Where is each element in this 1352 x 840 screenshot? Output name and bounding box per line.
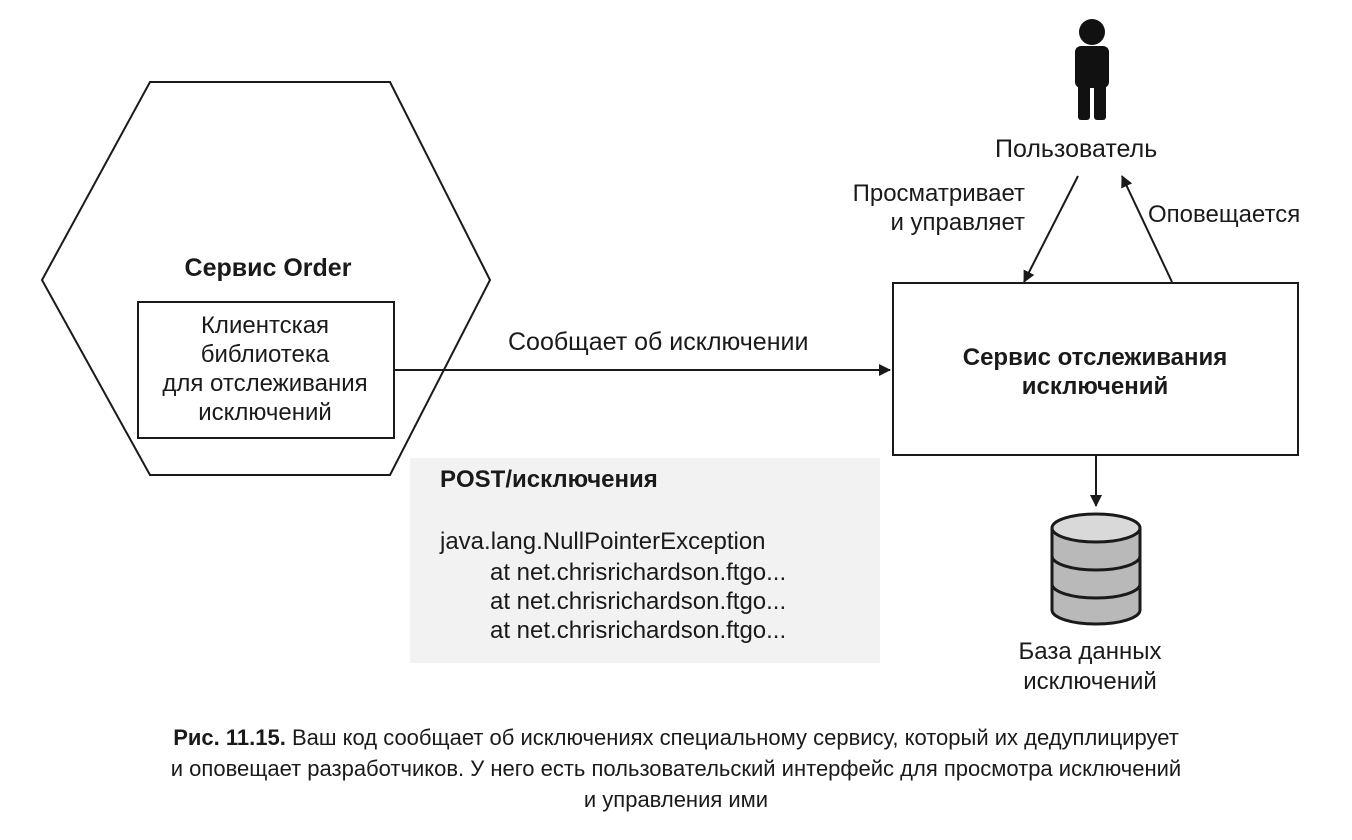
caption-line-1: Ваш код сообщает об исключениях специаль… [291,725,1179,750]
exception-service-title: Сервис отслеживания исключений [962,344,1228,400]
client-library-label: Клиентская библиотека для отслеживания и… [162,312,368,426]
edge-view-arrow [1023,175,1079,283]
caption-line-3: и управления ими [583,787,769,812]
user-label: Пользователь [995,135,1158,163]
request-line: POST/исключения [440,466,658,493]
exception-name: java.lang.NullPointerException [440,528,766,555]
edge-view-label: Просматривает и управляет [852,180,1025,236]
stack-frame: at net.chrisrichardson.ftgo... [490,617,787,644]
user-icon [1075,19,1109,120]
client-library-box [137,301,395,439]
request-example-panel: POST/исключения java.lang.NullPointerExc… [410,458,880,663]
stack-frame: at net.chrisrichardson.ftgo... [490,588,787,615]
service-order-hexagon [40,81,492,476]
stack-frame: at net.chrisrichardson.ftgo... [490,559,787,586]
figure-caption: Рис. 11.15. Ваш код сообщает об исключен… [30,722,1322,815]
edge-report-label: Сообщает об исключении [508,328,809,356]
figure-number: Рис. 11.15. [173,725,286,750]
edge-notify-label: Оповещается [1148,201,1301,228]
stack-trace: at net.chrisrichardson.ftgo... at net.ch… [490,558,786,645]
caption-line-2: и оповещает разработчиков. У него есть п… [170,756,1182,781]
edge-notify-arrow [1121,175,1173,283]
service-order-title: Сервис Order [184,254,352,282]
database-label: База данных исключений [1018,638,1162,695]
database-icon [1050,512,1142,626]
